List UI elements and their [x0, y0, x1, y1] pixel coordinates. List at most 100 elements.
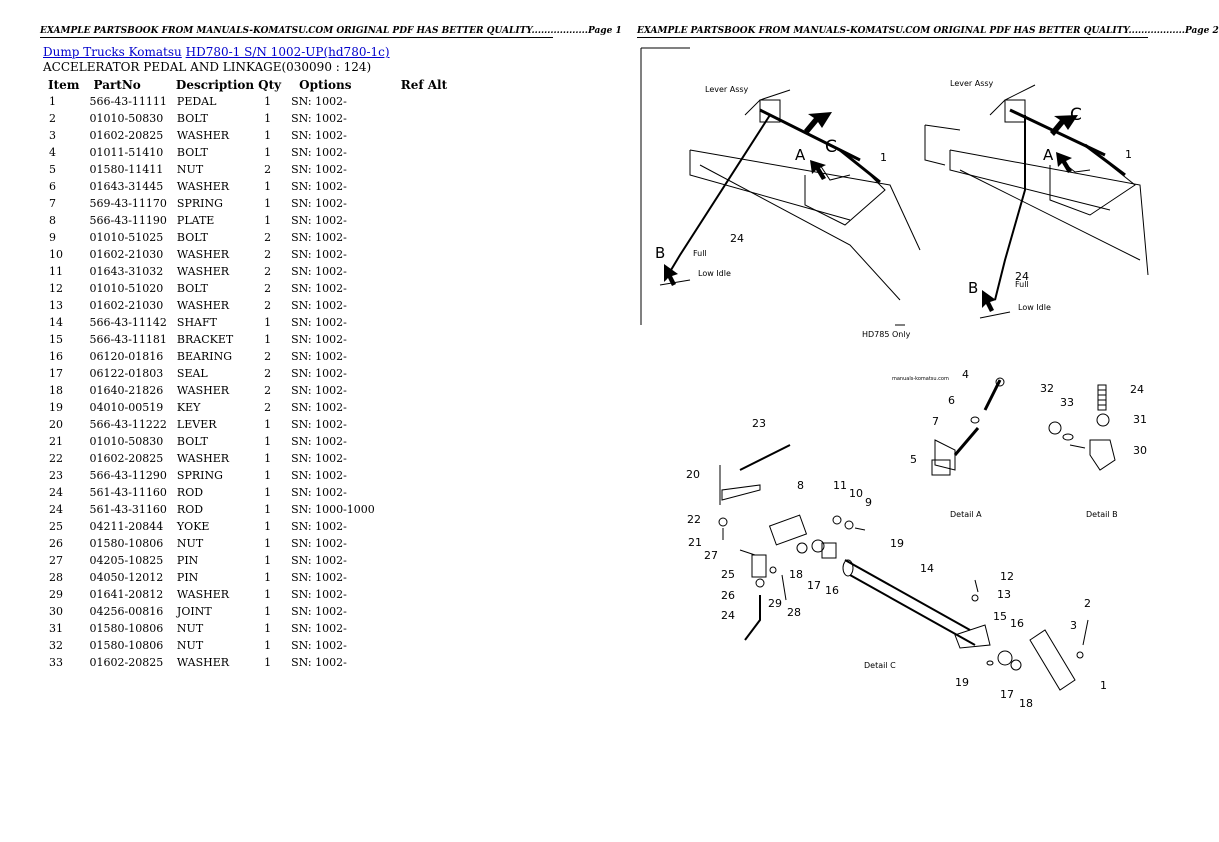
cell-item: 11 — [49, 265, 63, 278]
low-idle-label-2: Low Idle — [1018, 303, 1051, 312]
callout-c-8: 8 — [797, 479, 804, 492]
callout-24: 24 — [730, 232, 744, 245]
cell-item: 15 — [49, 333, 63, 346]
callout-c-28: 28 — [787, 606, 801, 619]
lever-assy-label-2: Lever Assy — [950, 79, 994, 88]
diagram-arrows-top-left — [664, 112, 832, 286]
cell-options: SN: 1002- — [291, 639, 347, 652]
cell-qty: 2 — [264, 384, 272, 397]
cell-item: 14 — [49, 316, 63, 329]
diagram-view-top-right — [924, 84, 1149, 319]
parts-diagram: Lever Assy Full Low Idle HD785 Only A B … — [640, 47, 1149, 710]
cell-description: WASHER — [176, 180, 230, 193]
cell-partno: 01602-21030 — [89, 248, 164, 261]
cell-partno: 01580-10806 — [89, 537, 164, 550]
cell-qty: 2 — [264, 350, 272, 363]
callout-b-24: 24 — [1130, 383, 1144, 396]
cell-description: WASHER — [176, 299, 230, 312]
cell-partno: 01602-21030 — [89, 299, 164, 312]
cell-options: SN: 1002- — [291, 265, 347, 278]
arrow-a2-icon — [1056, 152, 1072, 173]
page2-header: EXAMPLE PARTSBOOK FROM MANUALS-KOMATSU.C… — [637, 26, 1219, 36]
cell-options: SN: 1002- — [291, 452, 347, 465]
cell-qty: 2 — [264, 231, 272, 244]
cell-description: PEDAL — [176, 95, 217, 108]
cell-options: SN: 1002- — [291, 469, 347, 482]
cell-options: SN: 1002- — [291, 537, 347, 550]
cell-item: 28 — [49, 571, 63, 584]
cell-partno: 01010-50830 — [89, 435, 164, 448]
callout-a-4: 4 — [962, 368, 969, 381]
callout-a-5: 5 — [910, 453, 917, 466]
cell-item: 20 — [49, 418, 63, 431]
full-label: Full — [693, 249, 707, 258]
callout-c-18: 18 — [789, 568, 803, 581]
page-title: ACCELERATOR PEDAL AND LINKAGE(030090 : 1… — [43, 60, 372, 74]
breadcrumb-link-model[interactable]: HD780-1 S/N 1002-UP(hd780-1c) — [185, 45, 390, 59]
cell-partno: 01643-31445 — [89, 180, 164, 193]
cell-qty: 1 — [264, 486, 272, 499]
arrow-b-icon — [664, 264, 678, 286]
cell-qty: 2 — [264, 299, 272, 312]
cell-description: KEY — [176, 401, 201, 414]
cell-partno: 561-43-31160 — [89, 503, 167, 516]
cell-item: 1 — [49, 95, 56, 108]
cell-item: 13 — [49, 299, 63, 312]
cell-item: 25 — [49, 520, 63, 533]
lever-assy-label: Lever Assy — [705, 85, 749, 94]
cell-options: SN: 1002- — [291, 554, 347, 567]
cell-options: SN: 1002- — [291, 350, 347, 363]
cell-description: SPRING — [176, 469, 223, 482]
cell-qty: 1 — [264, 435, 272, 448]
cell-options: SN: 1002- — [291, 180, 347, 193]
cell-description: NUT — [176, 639, 204, 652]
cell-qty: 1 — [264, 452, 272, 465]
watermark-text: manuals-komatsu.com — [892, 376, 949, 382]
cell-item: 32 — [49, 639, 63, 652]
letter-c: C — [825, 137, 837, 157]
cell-qty: 1 — [264, 588, 272, 601]
cell-partno: 01010-50830 — [89, 112, 164, 125]
cell-description: WASHER — [176, 588, 230, 601]
cell-partno: 566-43-11290 — [89, 469, 167, 482]
diagram-labels-top-right: Lever Assy Full Low Idle A B C 1 24 — [950, 79, 1132, 312]
cell-partno: 01641-20812 — [89, 588, 164, 601]
cell-item: 23 — [49, 469, 63, 482]
cell-qty: 1 — [264, 639, 272, 652]
cell-partno: 566-43-11181 — [89, 333, 167, 346]
arrow-c-icon — [804, 112, 832, 134]
col-header-item: Item — [48, 77, 80, 92]
cell-qty: 2 — [264, 265, 272, 278]
page1-header-rule — [40, 37, 553, 38]
letter-a: A — [795, 146, 806, 164]
cell-item: 5 — [49, 163, 56, 176]
cell-options: SN: 1002- — [291, 231, 347, 244]
cell-partno: 01602-20825 — [89, 452, 164, 465]
cell-partno: 06120-01816 — [89, 350, 164, 363]
cell-qty: 1 — [264, 180, 272, 193]
diagram-detail-c — [718, 444, 1089, 691]
callout-a-6: 6 — [948, 394, 955, 407]
cell-options: SN: 1002- — [291, 418, 347, 431]
callout-c-11: 11 — [833, 479, 847, 492]
cell-partno: 566-43-11111 — [89, 95, 167, 108]
diagram-view-top-left — [640, 47, 921, 326]
arrow-c2-icon — [1050, 115, 1078, 136]
cell-description: SEAL — [176, 367, 208, 380]
cell-description: NUT — [176, 163, 204, 176]
col-header-description: Description — [175, 77, 255, 92]
cell-description: PLATE — [176, 214, 215, 227]
breadcrumb-link-category[interactable]: Dump Trucks Komatsu — [43, 45, 182, 59]
cell-options: SN: 1002- — [291, 384, 347, 397]
cell-options: SN: 1002- — [291, 435, 347, 448]
cell-description: NUT — [176, 537, 204, 550]
cell-description: WASHER — [176, 452, 230, 465]
cell-item: 24 — [49, 486, 63, 499]
